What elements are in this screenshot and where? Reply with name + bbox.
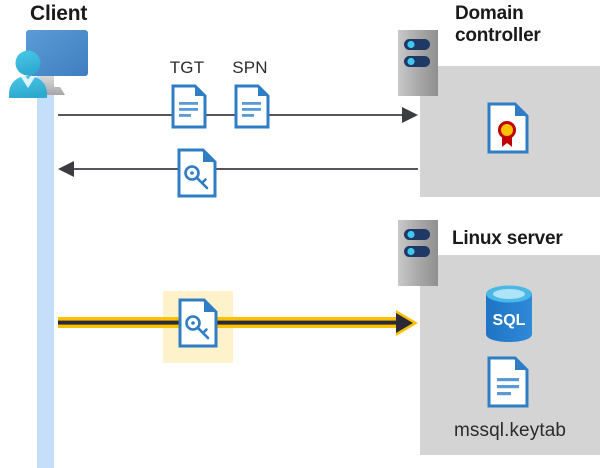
key-document-icon [177, 148, 217, 198]
keytab-file-label: mssql.keytab [453, 420, 567, 441]
service-ticket-arrow [58, 310, 418, 336]
server-rack-icon [398, 30, 438, 96]
domain-controller-title-line2: controller [455, 24, 541, 46]
domain-controller-title-line1: Domain [455, 3, 524, 24]
client-title: Client [30, 2, 88, 25]
key-document-icon [178, 298, 218, 348]
sql-database-icon: SQL [483, 285, 535, 343]
request-arrow [58, 106, 418, 124]
domain-controller-title: Domain controller [455, 3, 600, 46]
text-document-icon [487, 356, 529, 408]
svg-text:SQL: SQL [493, 312, 526, 329]
certificate-document-icon [487, 102, 529, 154]
client-lifeline [37, 70, 54, 468]
server-rack-icon [398, 220, 438, 286]
response-arrow [58, 160, 418, 178]
linux-server-title: Linux server [452, 228, 563, 249]
spn-label: SPN [232, 58, 268, 77]
user-monitor-icon [6, 26, 92, 98]
text-document-icon [234, 84, 270, 129]
text-document-icon [171, 84, 207, 129]
tgt-label: TGT [169, 58, 205, 77]
